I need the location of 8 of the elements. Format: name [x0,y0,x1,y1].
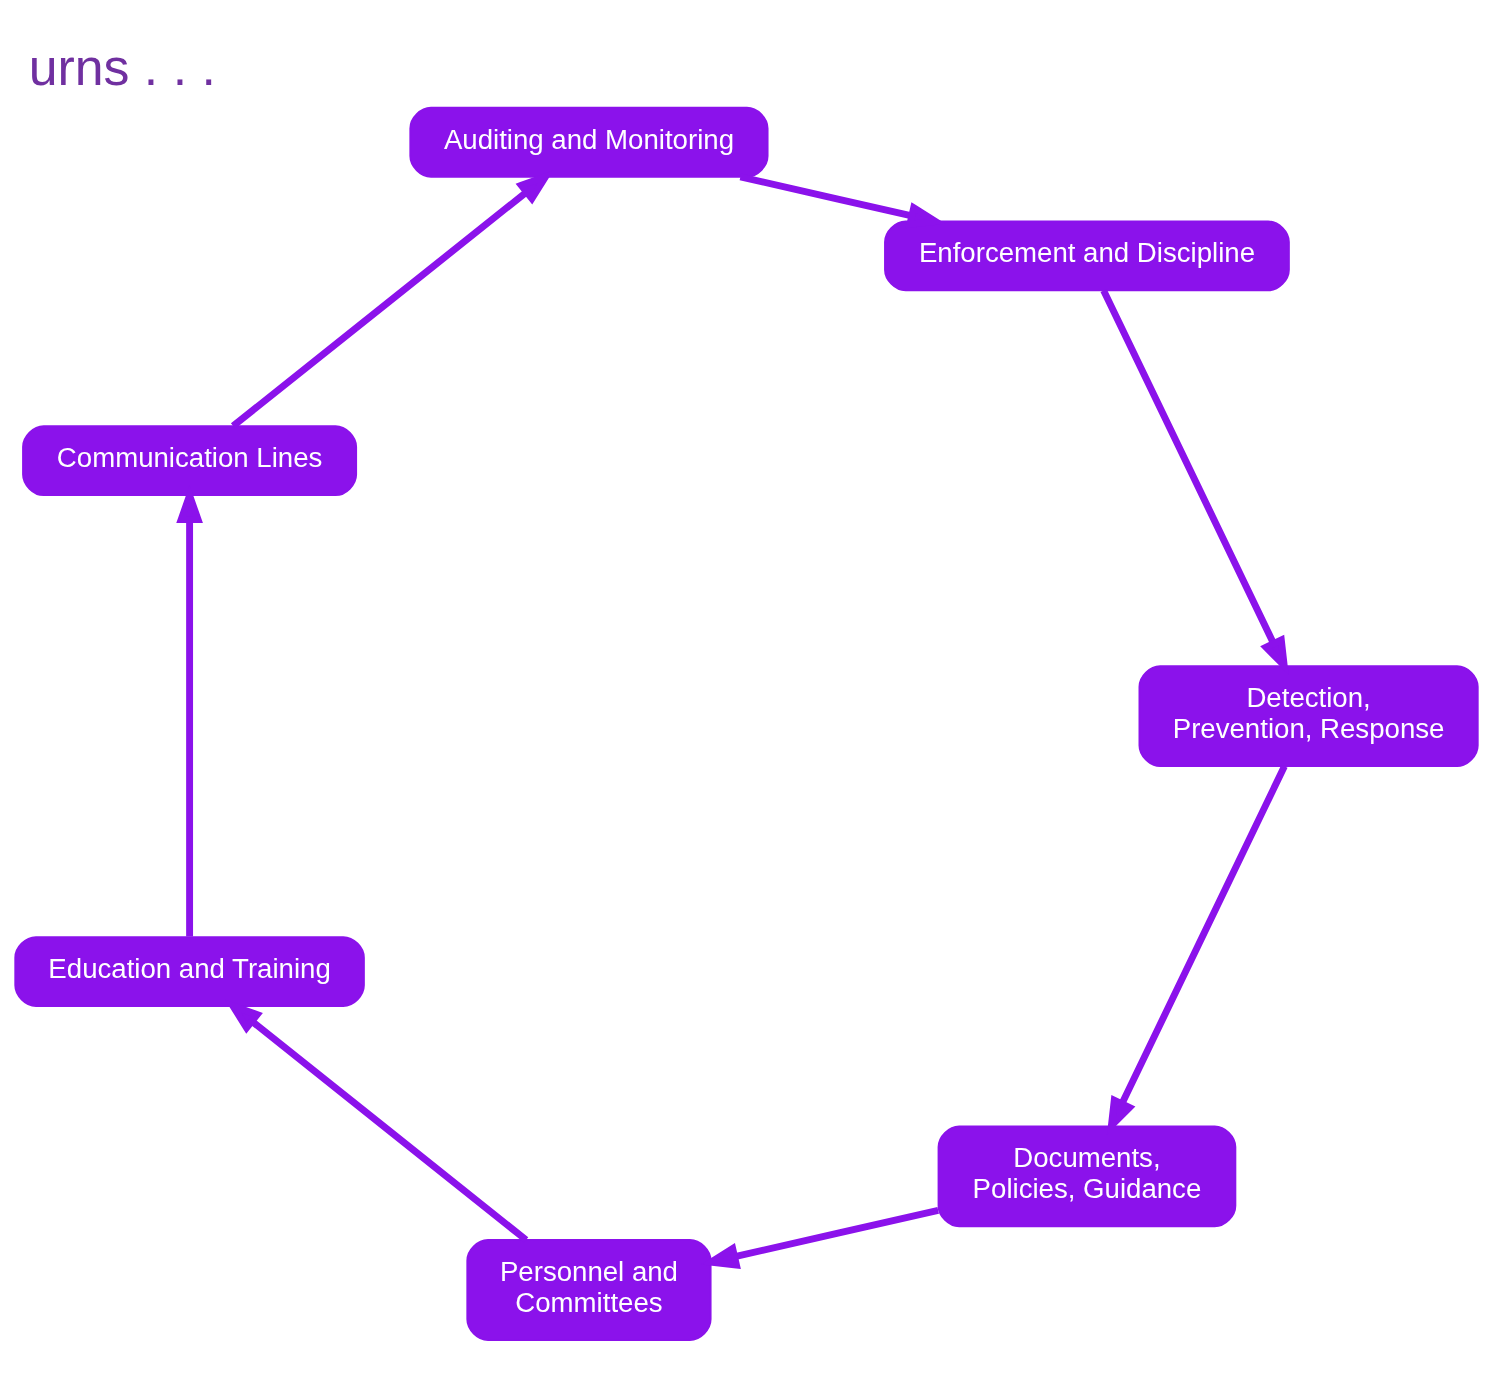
node-box: Documents, Policies, Guidance [937,1125,1237,1228]
node-box: Personnel and Committees [466,1239,712,1341]
node-box: Enforcement and Discipline [884,220,1290,292]
node-box: Detection, Prevention, Response [1138,665,1479,768]
diagram-title: urns . . . [28,38,216,97]
node-box: Communication Lines [22,425,358,497]
node-box: Auditing and Monitoring [409,106,769,178]
node-box: Education and Training [14,936,365,1007]
